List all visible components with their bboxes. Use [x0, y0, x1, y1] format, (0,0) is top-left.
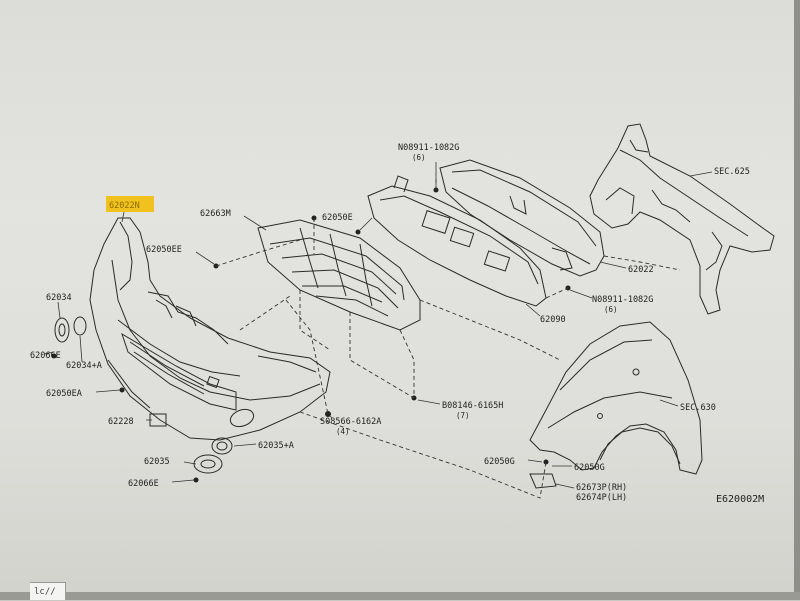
bumper-reinforcement-62022[interactable]: [440, 160, 604, 276]
label-62034a[interactable]: 62034+A: [66, 361, 102, 371]
fog-lamp-bezel-62035a[interactable]: [212, 438, 232, 454]
fender-bracket-62673p[interactable]: [530, 474, 556, 488]
label-62090[interactable]: 62090: [540, 315, 566, 325]
label-08911-top-qty: (6): [412, 153, 426, 162]
front-fender-sec630[interactable]: [530, 322, 702, 474]
label-62066e-2[interactable]: 62066E: [128, 479, 159, 489]
fog-lamp-bezel-62034[interactable]: [55, 318, 69, 342]
label-08566-qty: (4): [336, 427, 350, 436]
label-08146-qty: (7): [456, 411, 470, 420]
label-62050g-2[interactable]: 62050G: [574, 463, 605, 473]
label-62022[interactable]: 62022: [628, 265, 654, 275]
label-62050ee[interactable]: 62050EE: [146, 245, 182, 255]
label-62050g-1[interactable]: 62050G: [484, 457, 515, 467]
label-62050ea[interactable]: 62050EA: [46, 389, 82, 399]
label-62035[interactable]: 62035: [144, 457, 170, 467]
label-08911-top[interactable]: N08911-1082G: [398, 143, 459, 153]
label-62066e[interactable]: 62066E: [30, 351, 61, 361]
label-08566[interactable]: S08566-6162A: [320, 417, 381, 427]
tow-hook-cover-62228[interactable]: [150, 414, 166, 426]
energy-absorber-62090[interactable]: [368, 176, 546, 306]
label-08146[interactable]: B08146-6165H: [442, 401, 503, 411]
label-62022n[interactable]: 62022N: [109, 201, 140, 211]
label-62035a[interactable]: 62035+A: [258, 441, 294, 451]
label-sec625[interactable]: SEC.625: [714, 167, 750, 177]
label-62674p[interactable]: 62674P(LH): [576, 493, 627, 503]
label-62034[interactable]: 62034: [46, 293, 72, 303]
radiator-core-support-sec625[interactable]: [590, 124, 774, 314]
label-62050e[interactable]: 62050E: [322, 213, 353, 223]
label-62673p[interactable]: 62673P(RH): [576, 483, 627, 493]
label-62228[interactable]: 62228: [108, 417, 134, 427]
label-08911-mid[interactable]: N08911-1082G: [592, 295, 653, 305]
label-08911-mid-qty: (6): [604, 305, 618, 314]
corner-tag: lc//: [30, 582, 66, 600]
label-62663m[interactable]: 62663M: [200, 209, 231, 219]
label-sec630[interactable]: SEC.630: [680, 403, 716, 413]
fog-lamp-62034a[interactable]: [74, 317, 86, 335]
under-cover-62663m[interactable]: [258, 220, 420, 330]
fog-lamp-62035[interactable]: [194, 455, 222, 473]
front-bumper-fascia[interactable]: [90, 218, 330, 440]
diagram-code: E620002M: [716, 494, 764, 505]
